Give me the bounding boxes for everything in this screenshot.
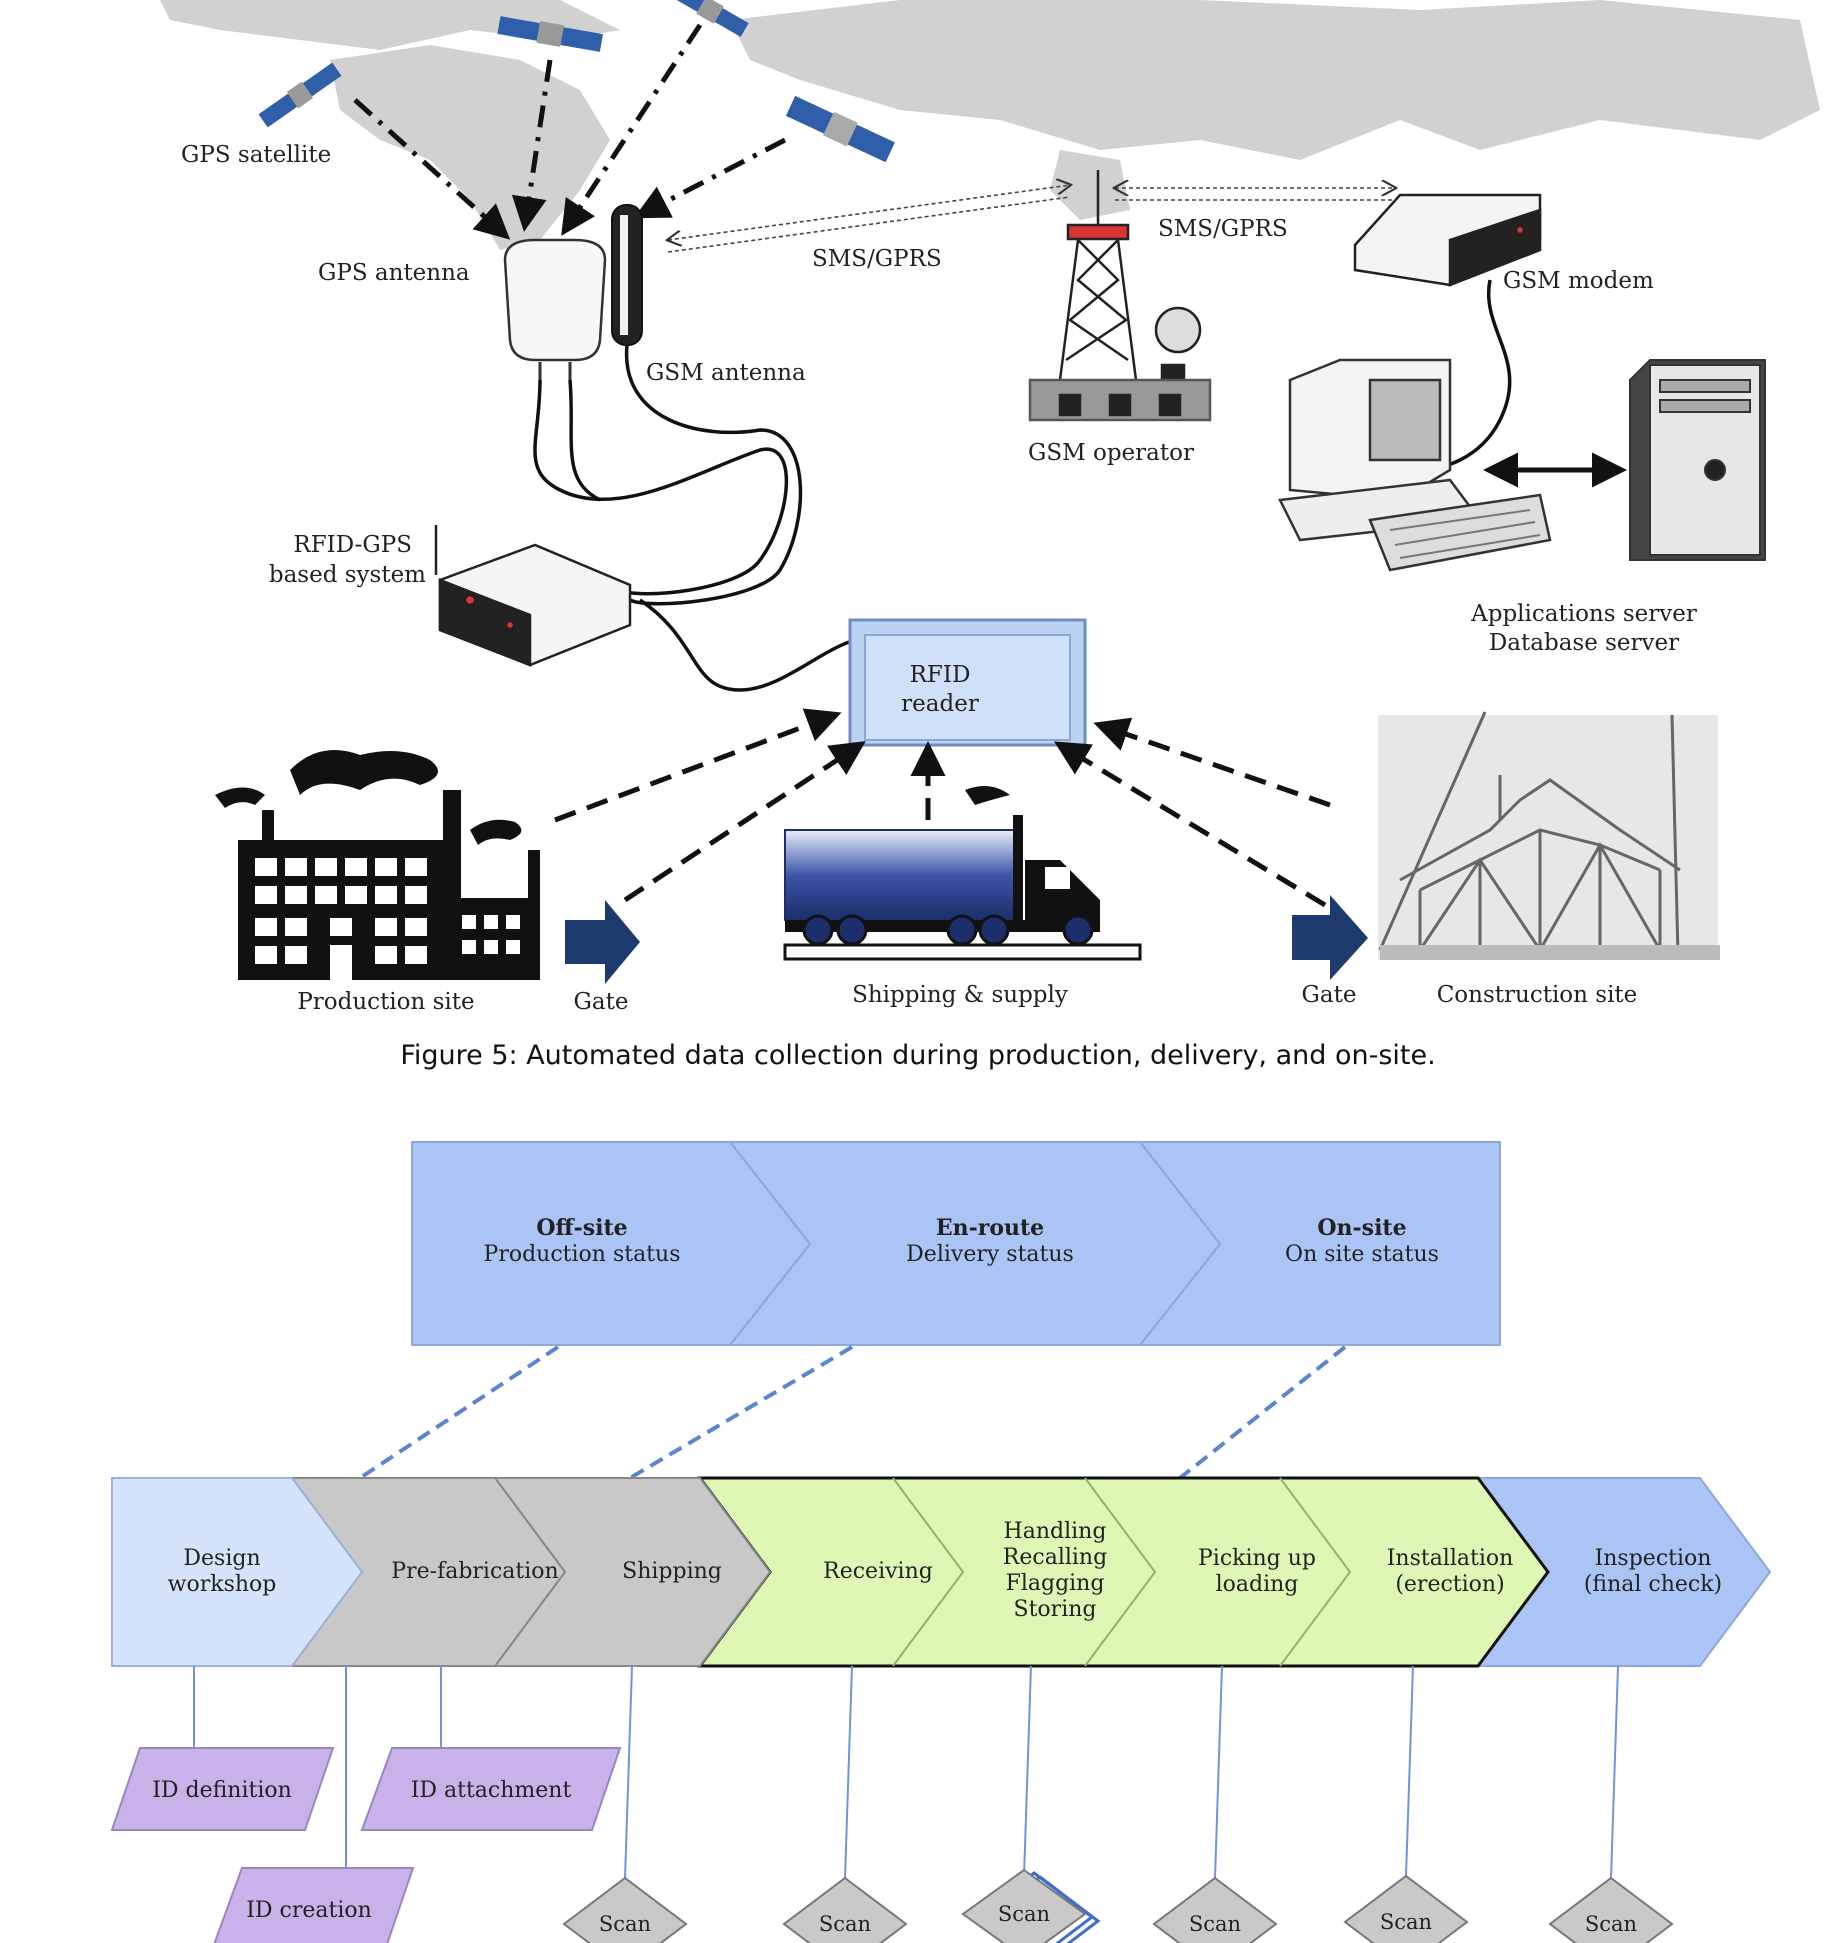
stage-off-site-subtitle: Production status [484, 1242, 681, 1267]
stage-en-route-title: En-route [936, 1215, 1044, 1241]
world-map [160, 0, 1820, 250]
label-sms-gprs-left: SMS/GPRS [812, 246, 942, 272]
label-gps-antenna: GPS antenna [318, 260, 470, 286]
label-production-site: Production site [297, 989, 474, 1015]
label-gsm-operator: GSM operator [1028, 440, 1194, 466]
stage-bar [411, 1141, 1501, 1346]
label-shipping-supply: Shipping & supply [852, 982, 1068, 1008]
step-picking-line1: Picking up [1198, 1546, 1316, 1571]
label-gsm-antenna: GSM antenna [646, 360, 806, 386]
satellite-icon-3 [671, 0, 749, 37]
label-rfid-reader-2: reader [901, 691, 979, 717]
step-design-line1: Design [183, 1546, 260, 1571]
gsm-modem-icon [1353, 193, 1542, 287]
satellite-signals [353, 23, 787, 240]
scan-diamonds [562, 1868, 1674, 1943]
construction-site-image [1378, 711, 1720, 960]
label-rfid-gps-1: RFID-GPS [293, 532, 412, 558]
gate-arrow-right-icon [1292, 895, 1368, 980]
step-installation-line2: (erection) [1395, 1572, 1504, 1597]
scan-diamond-1 [562, 1876, 688, 1943]
scan-diamond-2 [782, 1876, 908, 1943]
step-design-workshop [111, 1477, 364, 1667]
scan-diamond-6 [1548, 1876, 1674, 1943]
sms-gprs-link-left [668, 185, 1070, 253]
stage-off-site-title: Off-site [536, 1215, 627, 1241]
step-handling-line4: Storing [1014, 1597, 1097, 1622]
stage-on-site-subtitle: On site status [1285, 1242, 1439, 1267]
antenna-cables [533, 344, 856, 692]
label-gate-right: Gate [1302, 982, 1357, 1008]
gps-antenna-icon [503, 238, 607, 380]
scan-label-4: Scan [1189, 1912, 1241, 1936]
scan-diamond-3 [961, 1868, 1087, 1943]
label-sms-gprs-right: SMS/GPRS [1158, 216, 1288, 242]
satellite-icon-2 [497, 16, 603, 52]
gsm-antenna-icon [611, 204, 643, 346]
label-construction-site: Construction site [1437, 982, 1638, 1008]
scan-label-6: Scan [1585, 1912, 1637, 1936]
gsm-tower-icon [1028, 170, 1212, 422]
rfid-reader-icon [848, 618, 1087, 747]
sms-gprs-link-right [1115, 188, 1395, 201]
stage-en-route-subtitle: Delivery status [906, 1242, 1074, 1267]
stage-off-site [411, 1141, 812, 1346]
server-icon [1629, 359, 1766, 561]
scan-label-5: Scan [1380, 1910, 1432, 1934]
step-inspection-line2: (final check) [1584, 1572, 1722, 1597]
scan-diamond-4 [1152, 1876, 1278, 1943]
step-picking-line2: loading [1216, 1572, 1299, 1597]
step-handling-line2: Recalling [1003, 1545, 1107, 1570]
satellite-icon-4 [785, 95, 895, 163]
id-creation-label: ID creation [246, 1898, 372, 1923]
gate-arrow-left-icon [565, 900, 640, 984]
id-attachment-label: ID attachment [411, 1778, 572, 1803]
label-gsm-modem: GSM modem [1503, 268, 1654, 294]
process-steps [111, 1476, 1772, 1668]
step-shipping-line1: Shipping [622, 1559, 722, 1584]
step-prefab-line1: Pre-fabrication [391, 1559, 558, 1584]
id-definition-label: ID definition [152, 1778, 292, 1803]
label-app-server: Applications server [1470, 601, 1697, 627]
figure-caption: Figure 5: Automated data collection duri… [400, 1040, 1436, 1071]
step-handling-line1: Handling [1004, 1519, 1107, 1544]
id-attachment-box [360, 1747, 622, 1831]
truck-icon [783, 786, 1142, 961]
stage-on-site-title: On-site [1317, 1215, 1406, 1241]
step-installation-line1: Installation [1387, 1546, 1514, 1571]
stage-connectors [358, 1345, 1347, 1480]
rfid-signals [554, 708, 1331, 908]
step-design-line2: workshop [168, 1572, 277, 1597]
label-gate-left: Gate [574, 989, 629, 1015]
scan-label-2: Scan [819, 1912, 871, 1936]
id-creation-box [213, 1867, 415, 1943]
step-inspection-line1: Inspection [1595, 1546, 1712, 1571]
id-boxes [110, 1747, 622, 1943]
label-rfid-reader-1: RFID [910, 662, 971, 688]
label-gps-satellite: GPS satellite [181, 142, 331, 168]
computer-icon [1278, 358, 1552, 572]
scan-label-3: Scan [998, 1902, 1050, 1926]
scan-diamond-5 [1343, 1874, 1469, 1943]
id-definition-box [110, 1747, 335, 1831]
satellite-icon-1 [258, 62, 342, 128]
step-connectors [193, 1665, 1619, 1879]
step-handling-line3: Flagging [1006, 1571, 1105, 1596]
label-rfid-gps-2: based system [269, 562, 426, 588]
step-receiving-line1: Receiving [823, 1559, 933, 1584]
factory-icon [215, 750, 540, 980]
rfid-gps-device-icon [434, 525, 632, 667]
scan-label-1: Scan [599, 1912, 651, 1936]
label-db-server: Database server [1489, 630, 1679, 656]
